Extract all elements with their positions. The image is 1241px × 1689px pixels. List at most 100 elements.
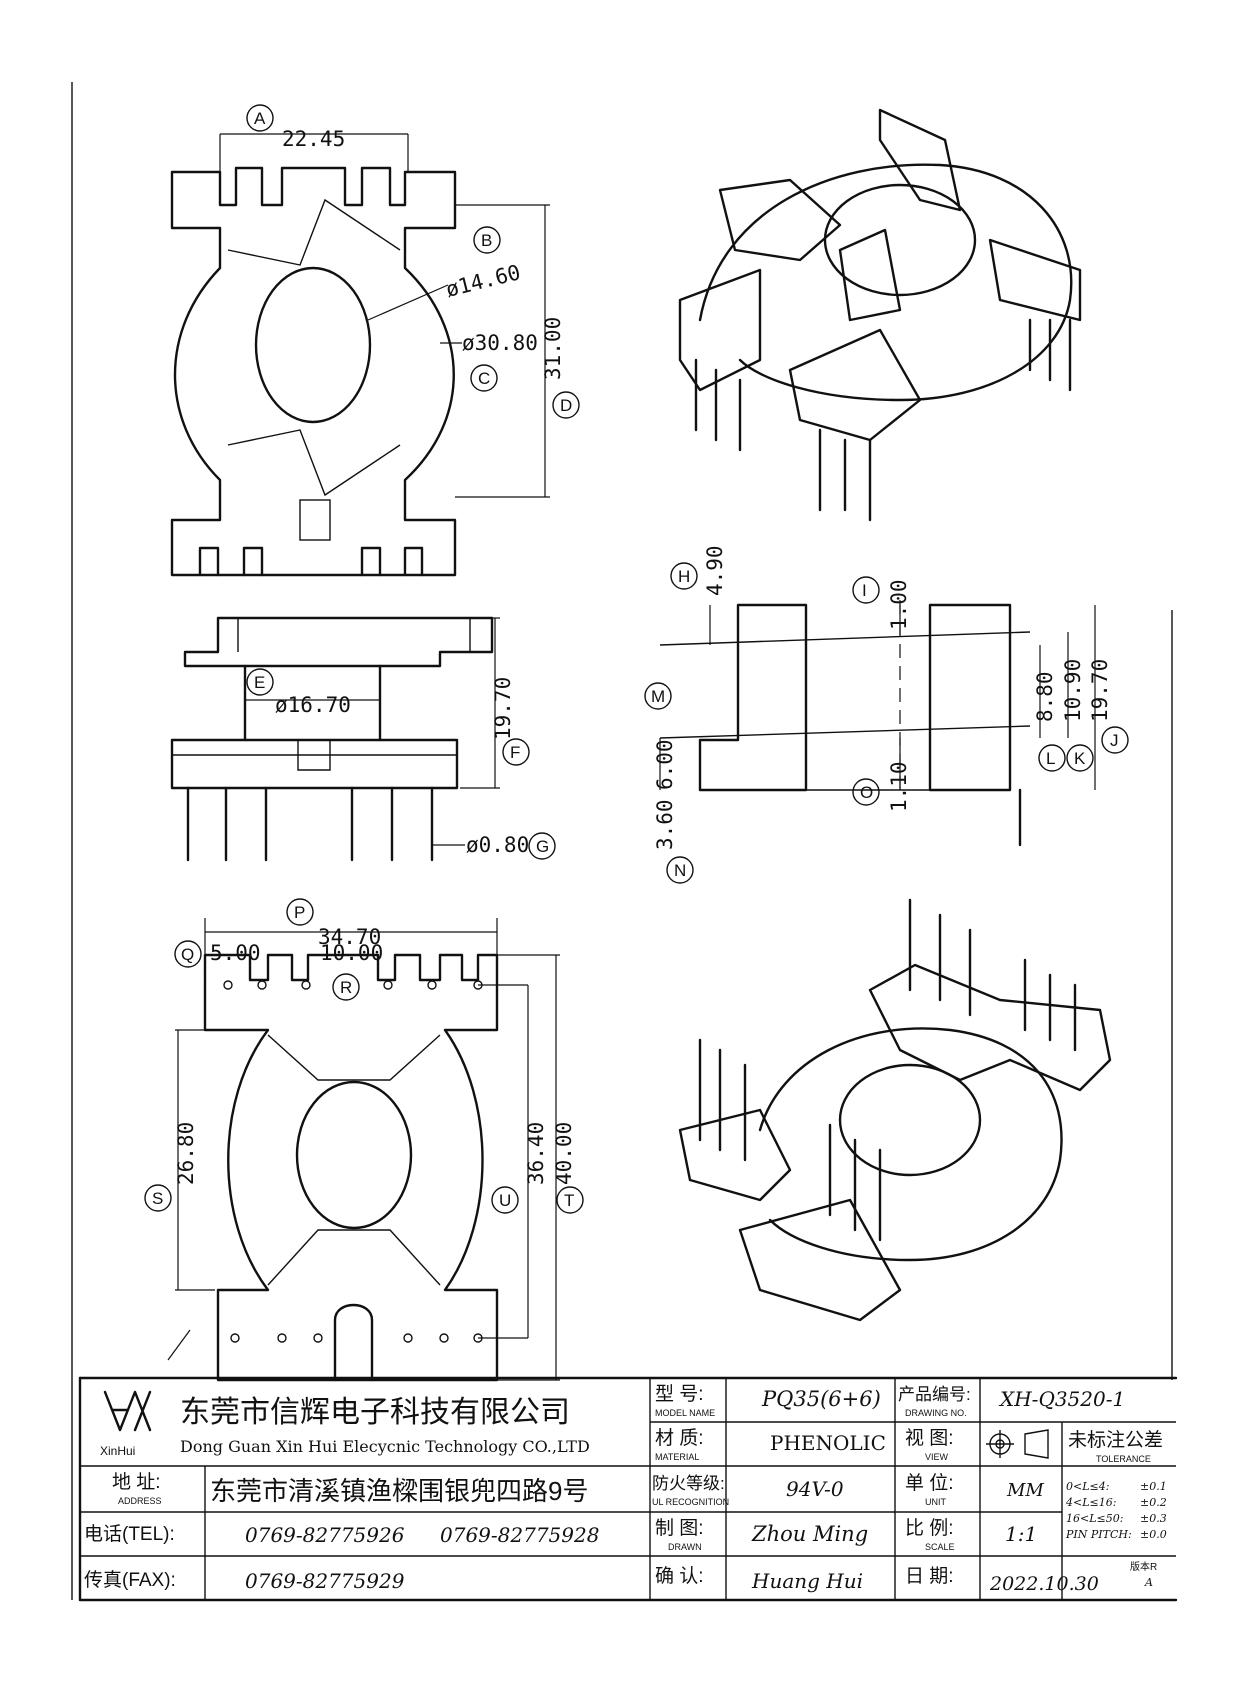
svg-text:SCALE: SCALE <box>925 1542 955 1552</box>
core-top <box>823 183 977 297</box>
svg-text:MODEL NAME: MODEL NAME <box>655 1408 715 1418</box>
svg-text:F: F <box>510 743 520 762</box>
dim-f-value: 19.70 <box>491 677 515 740</box>
svg-text:UNIT: UNIT <box>925 1497 946 1507</box>
svg-text:16<L≤50:: 16<L≤50: <box>1066 1512 1123 1525</box>
svg-text:型 号:: 型 号: <box>655 1383 704 1405</box>
front-view: ø16.70 E 19.70 F ø0.80 G <box>170 616 556 862</box>
drawing-no-value: XH-Q3520-1 <box>998 1387 1125 1411</box>
dim-k-value: 10.90 <box>1061 659 1085 722</box>
callout-p <box>286 898 314 926</box>
svg-text:日 期:: 日 期: <box>905 1565 954 1587</box>
svg-text:L: L <box>1046 749 1055 768</box>
iso-pins-top <box>694 318 1072 522</box>
callout-h <box>670 562 698 590</box>
svg-text:A: A <box>254 109 266 128</box>
section-left-body <box>698 603 808 792</box>
svg-text:U: U <box>499 1191 511 1210</box>
front-pin-block <box>788 328 922 442</box>
tolerance-title: 未标注公差 <box>1068 1429 1163 1451</box>
callout-s <box>144 1184 172 1212</box>
dim-m-value: 6.00 <box>653 739 677 790</box>
svg-text:UL RECOGNITION: UL RECOGNITION <box>652 1497 729 1507</box>
svg-text:VIEW: VIEW <box>925 1452 949 1462</box>
dim-t-value: 40.00 <box>552 1122 576 1185</box>
dim-u-value: 36.40 <box>524 1122 548 1185</box>
bottom-notch <box>333 1303 374 1382</box>
dim-l-value: 8.80 <box>1033 671 1057 722</box>
svg-text:J: J <box>1110 731 1119 750</box>
svg-text:±0.1: ±0.1 <box>1140 1480 1167 1493</box>
svg-text:MATERIAL: MATERIAL <box>655 1452 699 1462</box>
svg-text:单 位:: 单 位: <box>905 1472 954 1494</box>
dim-o-value: 1.10 <box>887 761 911 812</box>
dim-d-value: 31.00 <box>541 317 565 380</box>
svg-text:防火等级:: 防火等级: <box>652 1474 725 1493</box>
lower-link <box>267 1229 441 1286</box>
svg-text:T: T <box>564 1191 574 1210</box>
svg-text:DRAWING NO.: DRAWING NO. <box>905 1408 967 1418</box>
bottom-slots <box>198 546 424 577</box>
svg-text:4<L≤16:: 4<L≤16: <box>1065 1496 1116 1509</box>
callout-t <box>556 1186 584 1214</box>
svg-text:ADDRESS: ADDRESS <box>118 1496 162 1506</box>
svg-text:Q: Q <box>181 945 194 964</box>
svg-text:TOLERANCE: TOLERANCE <box>1096 1454 1151 1464</box>
pins <box>186 786 434 862</box>
svg-text:传真(FAX):: 传真(FAX): <box>84 1569 176 1591</box>
dim-a-value: 22.45 <box>282 127 345 151</box>
svg-text:G: G <box>536 837 549 856</box>
dim-r-value: 10.00 <box>320 941 383 965</box>
base-notch <box>297 740 331 771</box>
dim-g-value: ø0.80 <box>466 833 529 857</box>
dim-n-value: 3.60 <box>653 799 677 850</box>
callout-u <box>491 1186 519 1214</box>
upper-bridge <box>227 198 401 266</box>
callout-a <box>246 104 274 132</box>
callout-b <box>473 226 501 254</box>
upper-link <box>267 1034 441 1081</box>
core-hole <box>254 266 372 424</box>
company-name-en: Dong Guan Xin Hui Elecycnic Technology C… <box>180 1437 590 1456</box>
top-tab <box>878 108 962 212</box>
top-rail-iso <box>868 963 1112 1092</box>
svg-text:材 质:: 材 质: <box>655 1427 704 1449</box>
svg-text:制 图:: 制 图: <box>655 1517 704 1539</box>
left-pin-block <box>678 268 762 392</box>
dim-i-value: 1.00 <box>887 579 911 630</box>
dim-j-value: 19.70 <box>1088 659 1112 722</box>
scale-value: 1:1 <box>1005 1522 1037 1546</box>
isometric-view-top <box>678 108 1082 522</box>
dim-e-value: ø16.70 <box>275 693 351 717</box>
svg-text:P: P <box>294 903 305 922</box>
tel-value-1: 0769-82775926 <box>245 1523 405 1547</box>
unit-value: MM <box>1006 1480 1044 1501</box>
svg-text:S: S <box>152 1189 163 1208</box>
company-name-cn: 东莞市信辉电子科技有限公司 <box>180 1396 570 1429</box>
dim-q-value: 5.00 <box>210 941 261 965</box>
core-hole-bottom <box>295 1080 413 1230</box>
svg-text:比 例:: 比 例: <box>905 1517 954 1539</box>
left-block-iso <box>678 1108 792 1202</box>
iso-pins-bottom <box>698 898 1077 1242</box>
top-flange <box>183 616 494 668</box>
callout-k <box>1066 744 1094 772</box>
tel-value-2: 0769-82775928 <box>440 1523 599 1547</box>
material-value: PHENOLIC <box>770 1431 886 1455</box>
svg-text:DRAWN: DRAWN <box>668 1542 702 1552</box>
top-view: 22.45 A 31.00 D ø14.60 B ø30.80 C <box>170 104 580 577</box>
svg-text:N: N <box>674 861 686 880</box>
callout-j <box>1101 726 1129 754</box>
svg-text:I: I <box>862 581 867 600</box>
svg-text:C: C <box>478 369 490 388</box>
callout-g <box>528 832 556 860</box>
dim-b-value: ø14.60 <box>443 260 522 302</box>
company-logo: XinHui <box>100 1390 152 1458</box>
svg-text:确 认:: 确 认: <box>655 1565 704 1587</box>
ul-value: 94V-0 <box>786 1477 844 1501</box>
callout-d <box>552 391 580 419</box>
svg-text:±0.0: ±0.0 <box>1140 1528 1167 1541</box>
top-view-outline <box>170 166 457 577</box>
title-block: XinHui 东莞市信辉电子科技有限公司 Dong Guan Xin Hui E… <box>78 1376 1178 1602</box>
svg-text:D: D <box>560 396 572 415</box>
